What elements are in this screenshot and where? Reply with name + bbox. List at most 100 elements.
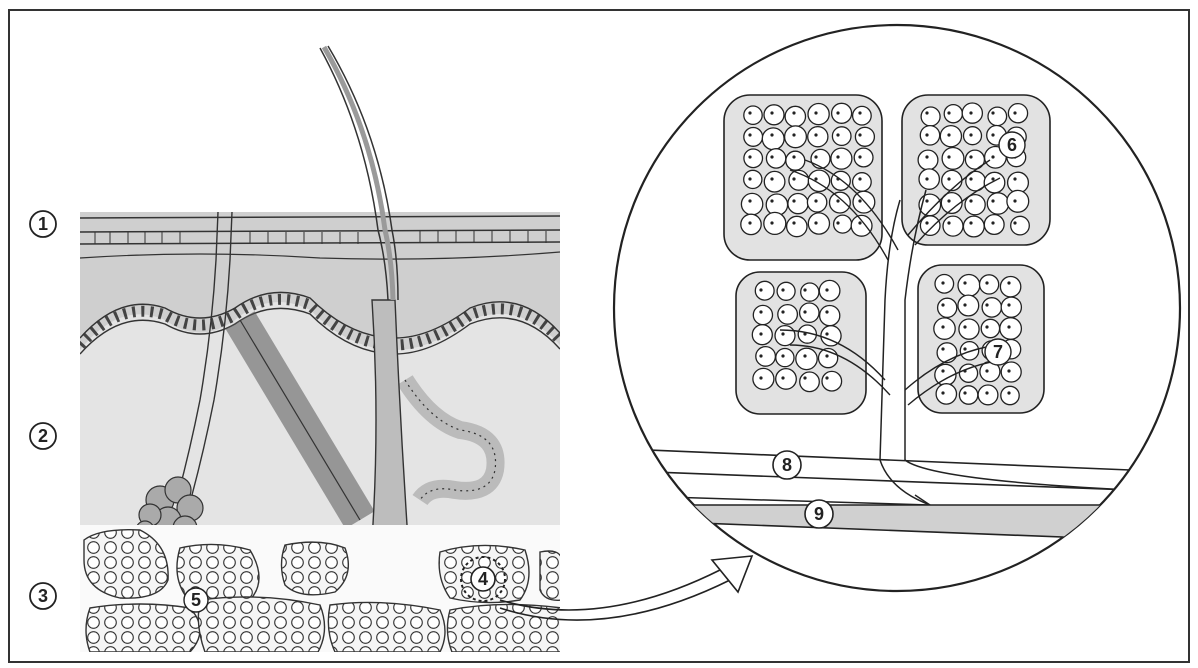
fat-cell <box>853 173 872 192</box>
fat-cell <box>937 343 957 363</box>
fat-cell-nucleus <box>748 221 751 224</box>
fat-cell <box>987 193 1008 214</box>
fat-cell <box>959 386 977 404</box>
svg-text:5: 5 <box>191 590 201 610</box>
fat-cell-nucleus <box>925 221 928 224</box>
fat-cell <box>832 103 852 123</box>
fat-cell <box>981 319 999 337</box>
fat-cell <box>855 127 874 146</box>
fat-cell <box>921 107 940 126</box>
fat-cell <box>984 215 1004 235</box>
fat-cell <box>959 319 979 339</box>
fat-cell <box>822 371 842 391</box>
fat-cell-nucleus <box>991 111 994 114</box>
fat-cell-nucleus <box>781 354 784 357</box>
fat-cell-nucleus <box>770 133 773 136</box>
fat-cell-nucleus <box>825 376 828 379</box>
fat-cell <box>938 298 957 317</box>
fat-cell-nucleus <box>1007 391 1010 394</box>
fat-cell-nucleus <box>1013 177 1016 180</box>
label-7: 7 <box>985 339 1011 365</box>
fat-cell-nucleus <box>947 155 950 158</box>
fat-cell-nucleus <box>947 111 950 114</box>
fat-cell-nucleus <box>925 199 928 202</box>
fat-cell-nucleus <box>781 332 784 335</box>
fat-cell <box>936 384 956 404</box>
fat-cell <box>766 149 785 168</box>
fat-cell <box>755 281 774 300</box>
fat-cell <box>787 216 807 236</box>
fat-cell-nucleus <box>985 325 988 328</box>
fat-cell <box>919 169 939 189</box>
fat-cell-nucleus <box>792 199 795 202</box>
fat-cell-nucleus <box>969 221 972 224</box>
label-5: 5 <box>184 588 208 612</box>
fat-cell <box>934 318 955 339</box>
fat-cell-nucleus <box>925 133 928 136</box>
label-8: 8 <box>773 451 801 479</box>
svg-text:7: 7 <box>993 342 1003 362</box>
fat-cell <box>944 105 962 123</box>
svg-text:6: 6 <box>1007 135 1017 155</box>
fat-cell-nucleus <box>836 155 839 158</box>
fat-cell-nucleus <box>825 310 828 313</box>
fat-cell-nucleus <box>781 310 784 313</box>
fat-cell <box>920 216 940 236</box>
fat-cell <box>980 275 999 294</box>
fat-cell <box>831 148 852 169</box>
fat-cell-nucleus <box>825 288 828 291</box>
fat-cell-nucleus <box>969 133 972 136</box>
fat-cell-nucleus <box>1007 369 1010 372</box>
fat-cell-nucleus <box>941 369 944 372</box>
fat-cell-nucleus <box>770 177 773 180</box>
fat-cell <box>1008 104 1027 123</box>
fat-cell-nucleus <box>947 133 950 136</box>
fat-cell-nucleus <box>941 325 944 328</box>
fat-cell-nucleus <box>925 177 928 180</box>
fat-cell <box>741 193 762 214</box>
fat-cell <box>854 148 873 167</box>
fat-cell-nucleus <box>985 281 988 284</box>
fat-cell <box>942 170 962 190</box>
fat-cell <box>788 194 808 214</box>
fat-cell <box>753 368 774 389</box>
fat-cell-nucleus <box>858 155 861 158</box>
fat-cell-nucleus <box>969 199 972 202</box>
fat-cell-nucleus <box>969 155 972 158</box>
fat-cell <box>764 171 785 192</box>
fat-cell-nucleus <box>858 199 861 202</box>
fat-cell-nucleus <box>814 177 817 180</box>
fat-cell-nucleus <box>991 177 994 180</box>
svg-text:1: 1 <box>38 214 48 234</box>
fat-cell <box>978 385 998 405</box>
fat-cell-nucleus <box>836 133 839 136</box>
fat-cell <box>1000 277 1020 297</box>
fat-cell <box>764 105 784 125</box>
fat-cell-nucleus <box>991 133 994 136</box>
fat-cell-nucleus <box>941 303 944 306</box>
fat-cell <box>811 149 830 168</box>
fat-cell-nucleus <box>803 376 806 379</box>
fat-cell-nucleus <box>941 391 944 394</box>
fat-cell-nucleus <box>858 177 861 180</box>
fat-cell <box>943 216 963 236</box>
fat-cell <box>819 280 840 301</box>
fat-cell-nucleus <box>858 111 861 114</box>
fat-cell-nucleus <box>748 177 751 180</box>
fat-cell-nucleus <box>803 310 806 313</box>
fat-cell-nucleus <box>748 133 751 136</box>
fat-cell <box>796 348 817 369</box>
fat-cell-nucleus <box>1007 325 1010 328</box>
fat-cell-nucleus <box>947 199 950 202</box>
fat-cell <box>744 106 762 124</box>
fat-cell <box>800 372 820 392</box>
fat-cell-nucleus <box>792 177 795 180</box>
fat-cell-nucleus <box>814 199 817 202</box>
fat-cell <box>820 306 840 326</box>
fat-cell-nucleus <box>1013 199 1016 202</box>
fat-cell <box>958 295 979 316</box>
fat-cell <box>753 305 772 324</box>
fat-cell <box>1001 297 1021 317</box>
fat-cell-nucleus <box>963 391 966 394</box>
fat-cell <box>918 150 938 170</box>
